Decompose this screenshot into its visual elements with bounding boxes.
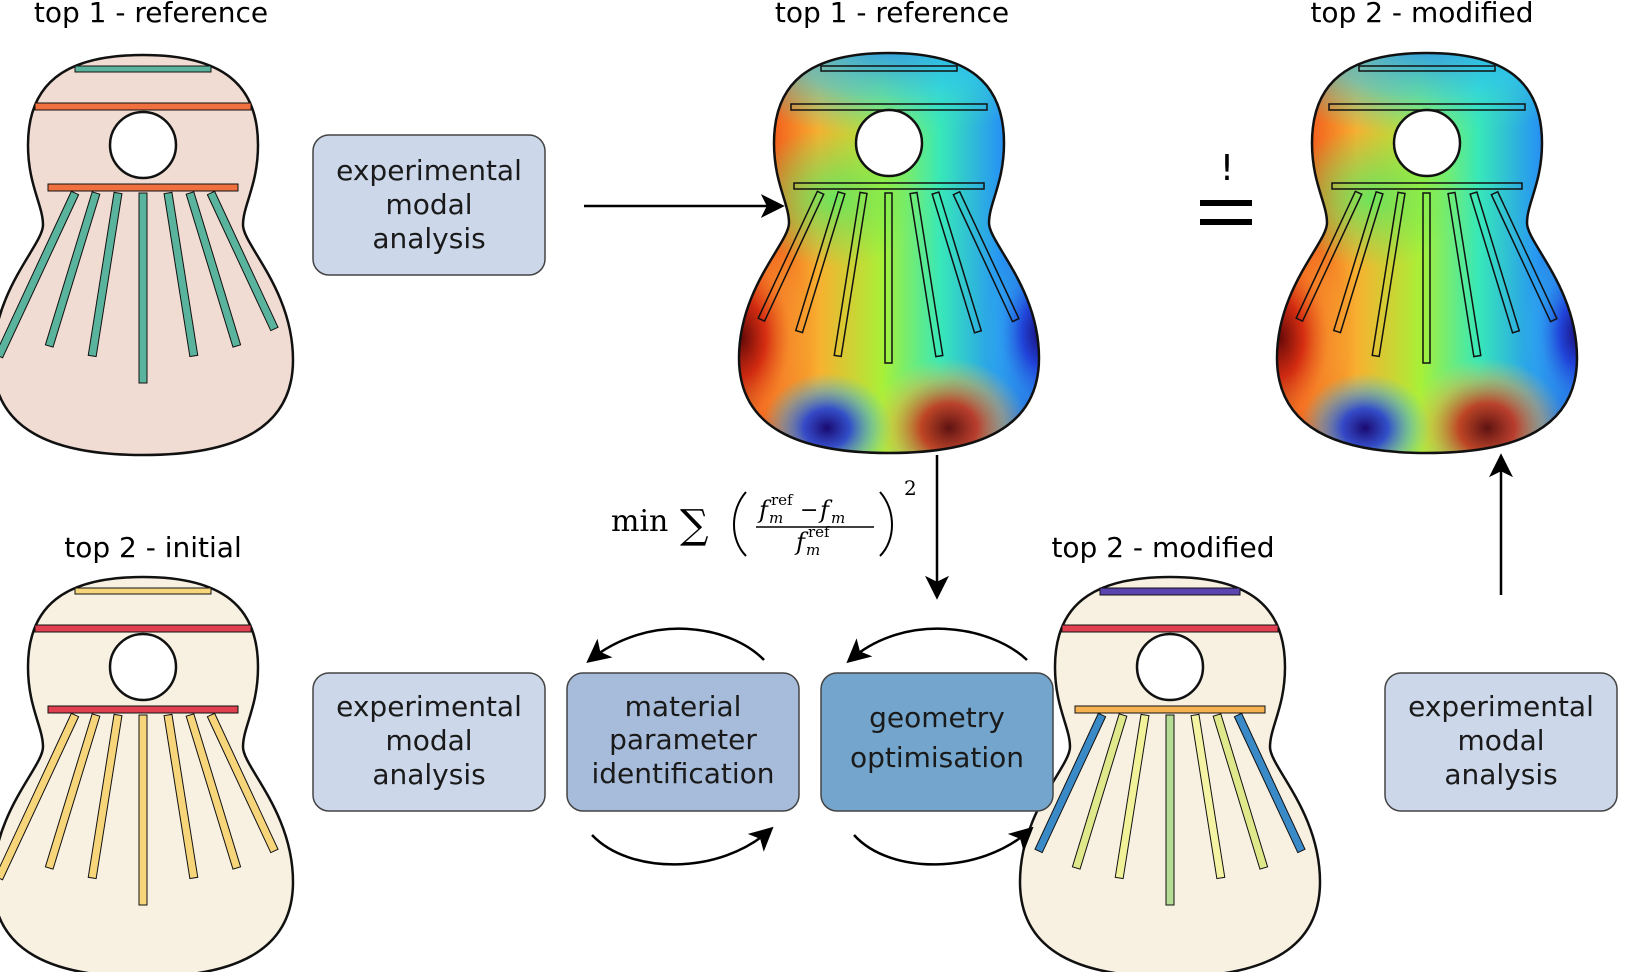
loop-arrow-geometry-top	[846, 627, 1028, 664]
box-line: optimisation	[850, 741, 1024, 774]
label-top2-modified-bottom: top 2 - modified	[1051, 531, 1274, 564]
box-ema-bottom-left: experimental modal analysis	[312, 672, 546, 812]
box-line: experimental	[336, 154, 522, 187]
fan-braces	[0, 712, 279, 906]
box-line: analysis	[372, 758, 485, 791]
loop-arrow-material-top	[586, 627, 765, 663]
formula-den-sup: ref	[808, 523, 831, 541]
objective-formula: min ∑ f ref m − f m f ref m 2	[611, 476, 917, 559]
formula-den-sub: m	[806, 541, 820, 559]
formula-minus: −	[800, 498, 818, 523]
box-line: experimental	[336, 690, 522, 723]
box-line: parameter	[609, 723, 757, 756]
soundhole	[1135, 632, 1205, 702]
formula-power: 2	[904, 476, 917, 500]
formula-num-sub2: m	[831, 509, 845, 527]
formula-paren-right	[879, 491, 893, 557]
loop-arrow-material-bottom	[591, 826, 774, 866]
upper-transverse-bar	[790, 103, 988, 111]
soundhole	[854, 108, 924, 178]
upper-transverse-bar	[1328, 103, 1526, 111]
fan-braces	[757, 190, 1020, 364]
mode-shape-top1	[737, 51, 1041, 455]
equals-bar-top	[1200, 200, 1252, 206]
guitar-top1-reference	[0, 53, 295, 457]
box-line: geometry	[869, 701, 1005, 734]
lower-transverse-bar	[793, 182, 985, 190]
upper-brace	[74, 587, 212, 595]
lower-transverse-bar	[47, 183, 239, 192]
box-ema-top: experimental modal analysis	[312, 134, 546, 276]
upper-transverse-bar	[34, 624, 252, 633]
guitar-top2-initial	[0, 575, 295, 972]
upper-brace	[74, 65, 212, 73]
box-line: analysis	[1444, 758, 1557, 791]
mode-shape-top2-modified	[1275, 51, 1579, 455]
fan-braces	[1295, 190, 1558, 364]
box-line: modal	[1457, 724, 1544, 757]
box-line: modal	[385, 188, 472, 221]
lower-transverse-bar	[1074, 705, 1266, 714]
equality-constraint: !	[1200, 148, 1252, 225]
box-line: modal	[385, 724, 472, 757]
soundhole	[108, 632, 178, 702]
label-top2-initial: top 2 - initial	[64, 531, 242, 564]
label-top1-reference-middle: top 1 - reference	[775, 0, 1009, 29]
label-top2-modified-top: top 2 - modified	[1310, 0, 1533, 29]
fan-braces	[0, 190, 279, 384]
formula-sum: ∑	[680, 502, 709, 548]
box-line: identification	[591, 757, 774, 790]
box-geometry-optimisation: geometry optimisation	[820, 672, 1054, 812]
fan-braces	[1034, 712, 1306, 906]
formula-min: min	[611, 504, 668, 539]
upper-brace	[1358, 65, 1496, 72]
soundhole	[1392, 108, 1462, 178]
formula-paren-left	[733, 491, 747, 557]
lower-transverse-bar	[1331, 182, 1523, 190]
upper-transverse-bar	[1061, 624, 1279, 633]
guitar-top2-modified	[1018, 575, 1322, 972]
upper-brace	[1099, 587, 1241, 596]
lower-transverse-bar	[47, 705, 239, 714]
soundhole	[108, 110, 178, 180]
formula-num-sub: m	[769, 509, 783, 527]
upper-transverse-bar	[34, 102, 252, 111]
box-line: experimental	[1408, 690, 1594, 723]
upper-brace	[820, 65, 958, 72]
label-top1-reference-left: top 1 - reference	[34, 0, 268, 29]
formula-num-sup: ref	[771, 491, 794, 509]
loop-arrow-geometry-bottom	[853, 826, 1034, 866]
box-ema-bottom-right: experimental modal analysis	[1384, 672, 1618, 812]
exclamation-mark: !	[1220, 148, 1234, 189]
equals-bar-bottom	[1200, 219, 1252, 225]
box-line: analysis	[372, 222, 485, 255]
box-material-parameter-identification: material parameter identification	[566, 672, 800, 812]
box-line: material	[625, 690, 742, 723]
